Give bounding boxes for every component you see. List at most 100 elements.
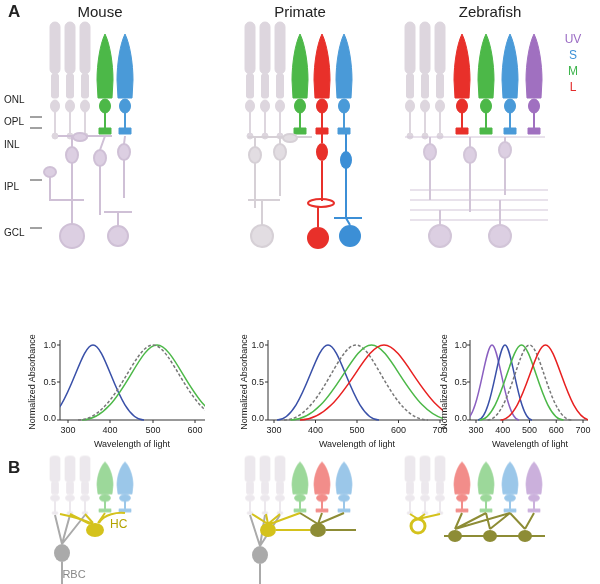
s-cone xyxy=(117,462,133,512)
cell-label: HC xyxy=(110,518,127,532)
axis-title: Wavelength of light xyxy=(319,439,395,449)
tick-label: 1.0 xyxy=(454,340,467,350)
tick-label: 500 xyxy=(522,425,537,435)
absorbance-chart-zebrafish xyxy=(465,340,591,423)
bipolar-cell xyxy=(424,144,436,160)
ganglion-cell xyxy=(251,225,273,247)
rod xyxy=(65,456,75,515)
horizontal-cell xyxy=(411,519,425,533)
panel-letter: B xyxy=(8,458,20,478)
species-title: Mouse xyxy=(77,3,122,20)
tick-label: 500 xyxy=(145,425,160,435)
horizontal-cell-dendrites xyxy=(410,514,440,519)
l-cone xyxy=(314,462,330,512)
midget-pathway xyxy=(307,134,334,249)
cone-type-label: S xyxy=(569,49,577,63)
bipolar-cell xyxy=(274,144,286,160)
ganglion-cell xyxy=(108,226,128,246)
tick-label: 0.0 xyxy=(43,413,56,423)
horizontal-cell xyxy=(518,530,532,542)
tick-label: 600 xyxy=(549,425,564,435)
m-cone xyxy=(478,34,494,134)
tick-label: 400 xyxy=(308,425,323,435)
tick-label: 1.0 xyxy=(43,340,56,350)
rod xyxy=(245,456,255,515)
m-curve xyxy=(291,345,444,420)
s-cone xyxy=(336,34,352,134)
ganglion-cell xyxy=(429,225,451,247)
rod xyxy=(420,22,430,139)
tick-label: 300 xyxy=(266,425,281,435)
ganglion-cell xyxy=(60,224,84,248)
mouse-inner-retina xyxy=(44,133,132,248)
rod xyxy=(80,22,90,139)
bipolar-cell xyxy=(94,150,106,166)
l-cone xyxy=(454,462,470,512)
l-curve xyxy=(501,345,589,420)
layer-label: OPL xyxy=(4,116,24,128)
rod xyxy=(405,456,415,515)
l-cone xyxy=(454,34,470,134)
tick-label: 0.5 xyxy=(43,377,56,387)
horizontal-cell xyxy=(283,134,297,142)
axis-title: Wavelength of light xyxy=(94,439,170,449)
horizontal-cell xyxy=(260,523,276,537)
rod xyxy=(65,22,75,139)
absorbance-chart-mouse xyxy=(42,340,232,423)
m-curve xyxy=(82,345,205,420)
rod-curve xyxy=(78,345,205,420)
midget-terminal xyxy=(308,199,334,207)
rod xyxy=(275,22,285,139)
m-curve xyxy=(480,345,564,420)
photoreceptors-a xyxy=(50,22,542,139)
rod-bipolar-cell xyxy=(252,546,268,564)
rod-bipolar-cell xyxy=(54,544,70,562)
horizontal-cell xyxy=(86,523,104,537)
cone-type-label: L xyxy=(570,81,577,95)
horizontal-cell-dendrites xyxy=(300,513,356,530)
horizontal-cell xyxy=(483,530,497,542)
rod xyxy=(50,22,60,139)
cell-label: RBC xyxy=(62,568,85,581)
rod xyxy=(260,456,270,515)
s-cone xyxy=(117,34,133,134)
tick-label: 0.5 xyxy=(454,377,467,387)
tick-label: 300 xyxy=(468,425,483,435)
s-cone xyxy=(502,34,518,134)
absorbance-chart-primate xyxy=(265,340,468,423)
l-curve xyxy=(300,345,443,420)
primate-b-cells xyxy=(250,513,356,584)
tick-label: 300 xyxy=(60,425,75,435)
horizontal-cell xyxy=(310,523,326,537)
layer-label: GCL xyxy=(4,227,25,239)
species-title: Primate xyxy=(274,3,326,20)
axis-title: Normalized Absorbance xyxy=(239,334,249,430)
axis-title: Normalized Absorbance xyxy=(439,334,449,430)
rod xyxy=(260,22,270,139)
uv-cone xyxy=(526,34,542,134)
tick-label: 600 xyxy=(187,425,202,435)
tick-label: 600 xyxy=(391,425,406,435)
rod xyxy=(420,456,430,515)
uv-cone xyxy=(526,462,542,512)
rod xyxy=(275,456,285,515)
tick-label: 700 xyxy=(575,425,590,435)
horizontal-cell xyxy=(448,530,462,542)
strata xyxy=(405,137,548,220)
s-cone xyxy=(502,462,518,512)
rod xyxy=(405,22,415,139)
bipolar-cell xyxy=(499,142,511,158)
rod xyxy=(245,22,255,139)
blue-pathway xyxy=(334,134,362,247)
bipolar-cell xyxy=(464,147,476,163)
cone-type-label: M xyxy=(568,65,578,79)
panel-letter: A xyxy=(8,2,20,22)
l-cone xyxy=(314,34,330,134)
layer-tick xyxy=(30,117,42,228)
ganglion-cell xyxy=(489,225,511,247)
rod xyxy=(435,456,445,515)
axes xyxy=(57,340,205,423)
